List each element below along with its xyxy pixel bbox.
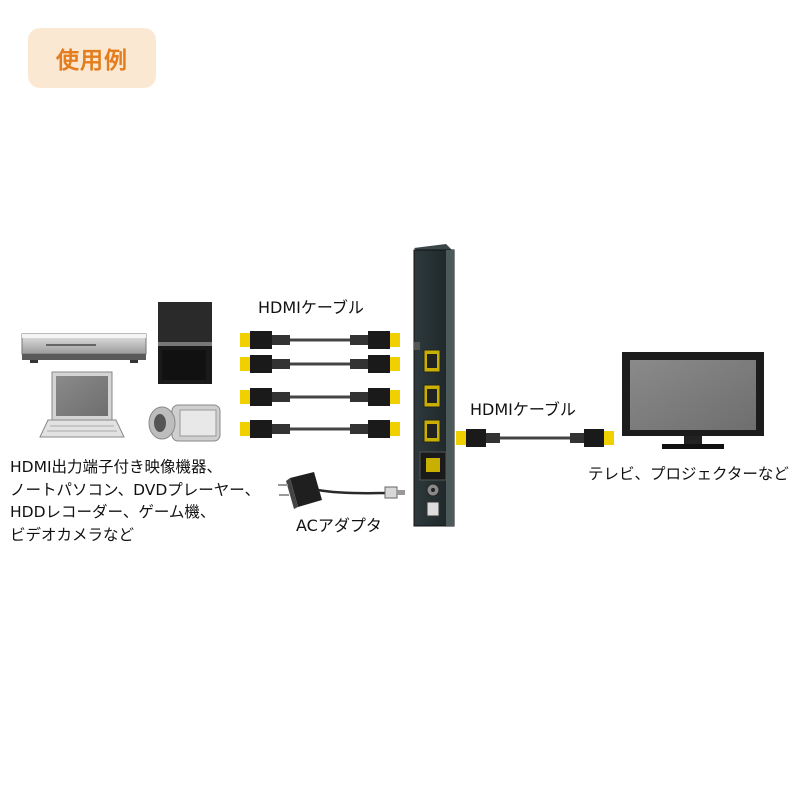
input-cable-4	[240, 420, 400, 438]
input-cable-2	[240, 355, 400, 373]
source-devices-line-4: ビデオカメラなど	[10, 525, 135, 544]
usage-example-badge: 使用例	[28, 28, 156, 88]
hdmi-switch-icon	[413, 244, 455, 527]
dvd-player-icon	[21, 333, 147, 363]
video-camera-icon	[148, 404, 221, 442]
input-cable-3	[240, 388, 400, 406]
source-devices-line-1: HDMI出力端子付き映像機器、	[10, 458, 223, 476]
game-console-icon	[158, 302, 212, 384]
laptop-icon	[39, 371, 125, 438]
output-devices-label: テレビ、プロジェクターなど	[588, 465, 789, 483]
source-devices-line-3: HDDレコーダー、ゲーム機、	[10, 503, 216, 521]
hdmi-cable-inputs-label: HDMIケーブル	[258, 298, 364, 317]
hdmi-cable-output-label: HDMIケーブル	[470, 400, 576, 419]
input-cable-1	[240, 331, 400, 349]
tv-icon	[622, 352, 764, 449]
ac-adapter-icon	[278, 472, 405, 509]
ac-adapter-label: ACアダプタ	[296, 516, 382, 535]
source-devices-description: HDMI出力端子付き映像機器、 ノートパソコン、DVDプレーヤー、 HDDレコー…	[10, 456, 260, 546]
source-devices-line-2: ノートパソコン、DVDプレーヤー、	[10, 480, 261, 499]
output-cable	[456, 429, 614, 447]
